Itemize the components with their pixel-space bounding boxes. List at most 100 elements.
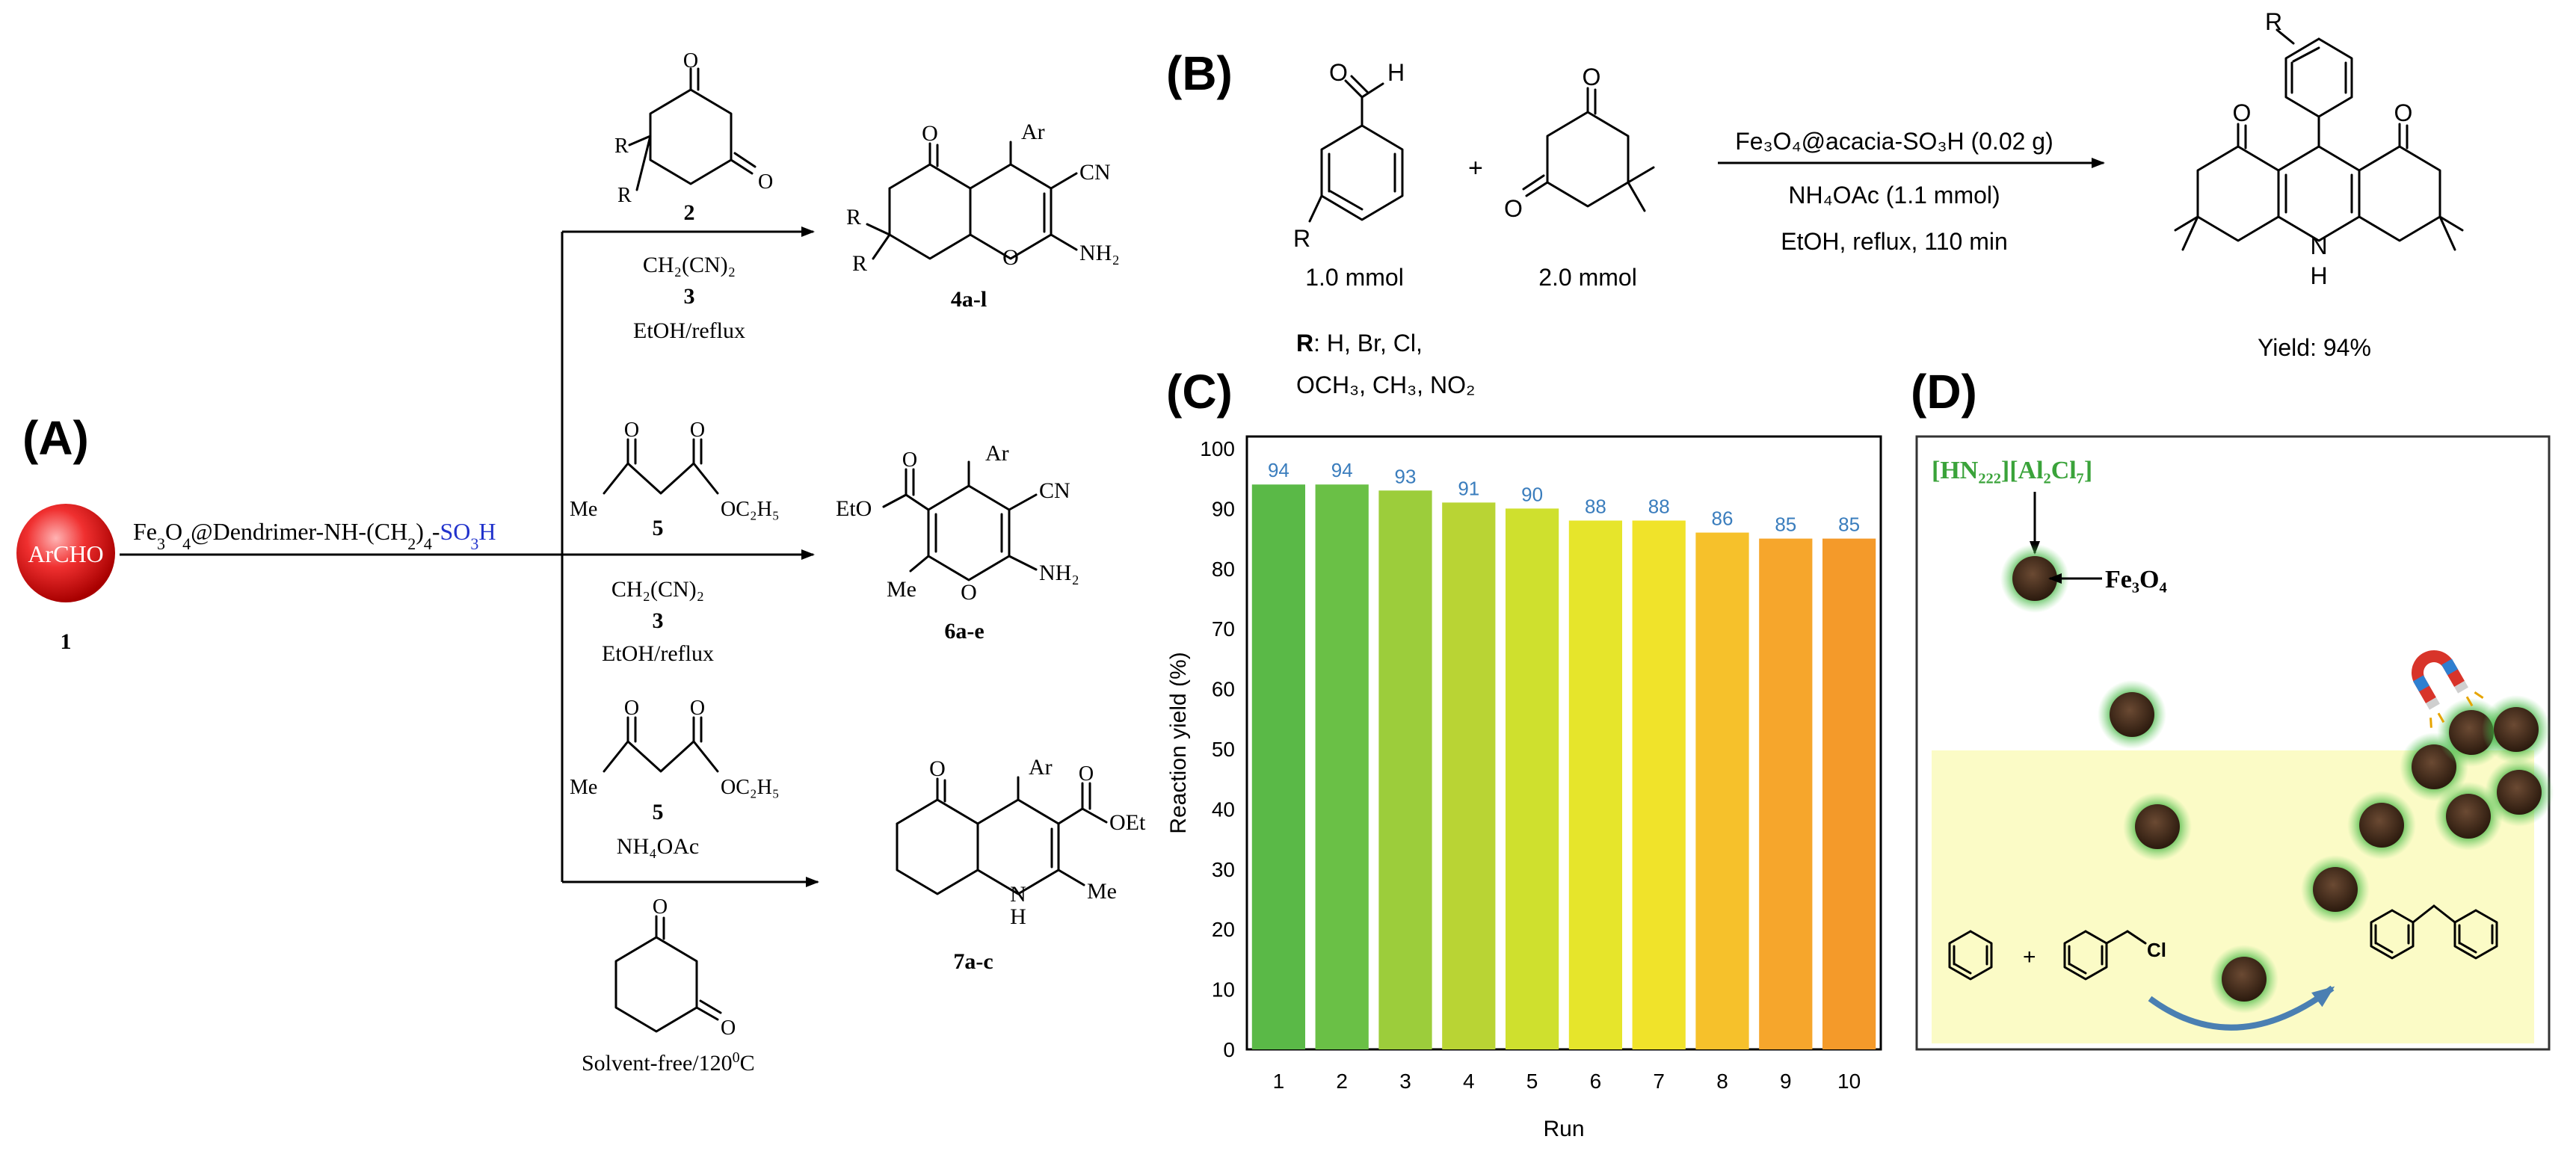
product4-o: O [1002, 245, 1019, 270]
r-substituents-line2: OCH₃, CH₃, NO₂ [1296, 371, 1475, 398]
reaction-arrow [2148, 985, 2335, 1031]
panel-b: (B) O H R + 1.0 mmol O [1166, 8, 2464, 398]
bar-data-label: 94 [1268, 459, 1289, 481]
product4-r1: R [846, 205, 861, 229]
svg-text:O: O [1329, 59, 1348, 86]
product-6-number: 6a-e [944, 619, 984, 644]
reactant-number: 1 [61, 629, 72, 654]
condition-solvent: EtOH, reflux, 110 min [1781, 228, 2008, 255]
svg-text:O: O [929, 756, 946, 781]
bar [1251, 484, 1306, 1049]
nanoparticle-5 [2347, 791, 2416, 860]
nanoparticle-main [2000, 544, 2069, 613]
y-tick-label: 70 [1212, 617, 1235, 641]
product4-ar: Ar [1021, 120, 1045, 144]
y-tick-label: 40 [1212, 798, 1235, 821]
panel-b-label: (B) [1166, 46, 1233, 100]
x-tick-label: 7 [1653, 1070, 1665, 1093]
product-r: R [2265, 8, 2282, 35]
condition-catalyst: Fe₃O₄@acacia-SO₃H (0.02 g) [1735, 128, 2053, 155]
condition-nh4oac: NH₄OAc (1.1 mmol) [1788, 182, 2000, 209]
product-4-structure: O O Ar CN NH₂ R R [846, 120, 1120, 276]
panel-d: (D) [HN₂₂₂][Al₂Cl₇] Fe₃O₄ [1911, 365, 2554, 1051]
branch1-malononitrile-number: 3 [684, 284, 695, 309]
branch2-reagent-oet: OC₂H₅ [721, 498, 780, 521]
svg-text:O: O [690, 419, 705, 442]
product4-nh2: NH₂ [1079, 241, 1120, 265]
branch3-additive: NH₄OAc [617, 834, 699, 859]
branch1-reagent-number: 2 [684, 200, 695, 225]
nanoparticle-catalyst [2210, 945, 2278, 1014]
product-7-structure: O O Ar OEt N H Me [896, 755, 1146, 929]
benzaldehyde-structure: O H R [1293, 59, 1405, 252]
y-tick-label: 80 [1212, 558, 1235, 581]
panel-d-label: (D) [1911, 365, 1977, 419]
bar-data-label: 91 [1458, 477, 1479, 499]
x-axis-label: Run [1543, 1117, 1584, 1141]
panel-d-plus: + [2023, 945, 2036, 969]
svg-text:O: O [1079, 762, 1094, 786]
product4-cn: CN [1079, 160, 1111, 185]
product6-cn: CN [1039, 478, 1070, 503]
branch1-conditions: EtOH/reflux [633, 318, 745, 343]
bar [1378, 490, 1432, 1049]
product-6-structure: O O Ar CN NH₂ EtO Me [836, 441, 1079, 605]
product7-me: Me [1087, 879, 1117, 904]
svg-text:O: O [690, 697, 705, 720]
bar [1568, 520, 1623, 1049]
nanoparticle-2 [2098, 680, 2166, 749]
product-yield: Yield: 94% [2258, 334, 2371, 361]
product4-r2: R [852, 251, 867, 276]
benzyl-chloride-structure: Cl [2063, 930, 2166, 981]
catalyst-label: Fe3O4@Dendrimer-NH-(CH2)4-SO3H [133, 518, 496, 553]
nanoparticle-3 [2123, 792, 2192, 861]
svg-text:O: O [624, 697, 639, 720]
bar-data-label: 93 [1395, 465, 1417, 487]
bar [1505, 508, 1559, 1049]
y-axis-label: Reaction yield (%) [1166, 652, 1191, 833]
product6-me: Me [887, 577, 916, 602]
bar-data-label: 88 [1648, 495, 1670, 517]
reactant-sphere [16, 504, 115, 602]
product6-nh2: NH₂ [1039, 561, 1079, 585]
branch3-conditions: Solvent-free/1200C [582, 1049, 755, 1076]
product7-oet: OEt [1109, 810, 1146, 835]
panel-a-label: (A) [22, 411, 89, 465]
svg-text:O: O [1583, 64, 1601, 90]
x-tick-label: 3 [1399, 1070, 1411, 1093]
y-tick-label: 100 [1200, 437, 1235, 460]
branch2-malononitrile: CH₂(CN)₂ [611, 577, 704, 602]
product-4-number: 4a-l [951, 287, 987, 312]
branch1-r-upper: R [614, 135, 629, 158]
nanoparticle-10 [2485, 758, 2554, 827]
bar-data-label: 86 [1712, 508, 1734, 530]
y-tick-label: 60 [1212, 678, 1235, 701]
svg-text:O: O [683, 49, 698, 72]
product-7-number: 7a-c [953, 949, 993, 974]
y-tick-label: 0 [1223, 1038, 1235, 1061]
dimedone-structure: O O [1504, 64, 1655, 222]
branch1-r-lower: R [617, 184, 632, 207]
chart-frame [1245, 435, 1882, 1051]
branch3-reagent-me: Me [570, 776, 597, 799]
bar [1442, 502, 1496, 1049]
branch2-reagent-structure: O O Me OC₂H₅ [570, 419, 780, 521]
product6-eto: EtO [836, 496, 872, 521]
product6-ar: Ar [985, 441, 1009, 466]
y-tick-label: 30 [1212, 858, 1235, 881]
product7-n: N [1010, 882, 1026, 907]
magnet-icon [2412, 650, 2484, 728]
svg-text:O: O [758, 170, 773, 194]
y-tick-label: 10 [1212, 978, 1235, 1002]
nanoparticle-label: Fe₃O₄ [2105, 566, 2167, 593]
svg-text:O: O [2394, 99, 2413, 126]
branch2-conditions: EtOH/reflux [602, 641, 714, 666]
bar-data-label: 85 [1775, 513, 1796, 536]
nanoparticle-4 [2301, 855, 2370, 924]
amount-dimedone: 2.0 mmol [1538, 264, 1637, 291]
r-substituents-line1: R: H, Br, Cl, [1296, 330, 1423, 357]
y-tick-label: 90 [1212, 497, 1235, 520]
